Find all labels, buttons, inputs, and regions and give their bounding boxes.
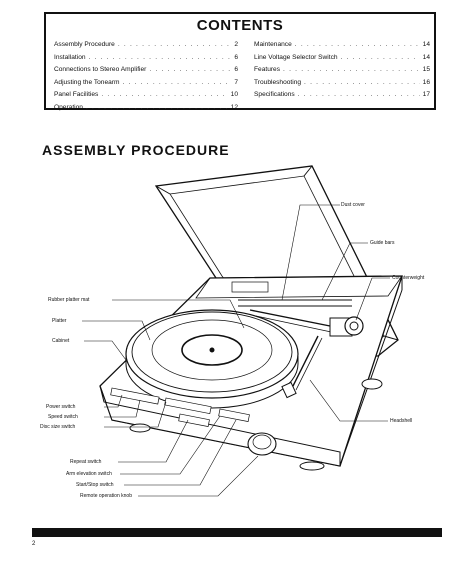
page-number: 2 <box>32 541 36 547</box>
tonearm-drawing <box>238 299 364 399</box>
toc-leader-dots <box>118 41 231 48</box>
toc-leader-dots <box>283 66 420 73</box>
leader-lines <box>82 204 390 497</box>
toc-entry-page: 10 <box>230 91 238 99</box>
toc-entry[interactable]: Assembly Procedure 2 <box>54 41 238 54</box>
toc-entry-title: Features <box>254 66 281 74</box>
toc-entry[interactable]: Specifications 17 <box>254 91 430 104</box>
toc-leader-dots <box>89 54 232 61</box>
label-cabinet: Cabinet <box>52 338 70 344</box>
toc-entry-page: 2 <box>234 41 238 48</box>
toc-leader-dots <box>101 91 227 98</box>
contents-box: CONTENTS Assembly Procedure 2 Installatio… <box>44 12 436 111</box>
toc-entry-title: Troubleshooting <box>254 78 302 86</box>
contents-title: CONTENTS <box>196 17 284 34</box>
toc-entry-title: Specifications <box>254 91 295 99</box>
toc-leader-dots <box>123 79 232 86</box>
contents-right-column: Maintenance 14 Line Voltage Selector Swit… <box>254 41 430 104</box>
toc-entry[interactable]: Line Voltage Selector Switch 14 <box>254 54 430 67</box>
toc-entry[interactable]: Installation 6 <box>54 54 238 67</box>
toc-entry-page: 7 <box>234 78 238 86</box>
label-platter: Platter <box>52 318 67 324</box>
toc-entry[interactable]: Maintenance 14 <box>254 41 430 54</box>
toc-entry[interactable]: Features 15 <box>254 66 430 79</box>
label-counterweight: Counterweight <box>392 275 425 281</box>
toc-entry-page: 16 <box>422 78 430 86</box>
toc-entry-page: 15 <box>422 66 430 74</box>
label-remote-operation-knob: Remote operation knob <box>80 493 132 499</box>
label-disc-size-switch: Disc size switch <box>40 424 76 430</box>
toc-entry-title: Panel Facilities <box>54 91 99 99</box>
label-arm-elevation-switch: Arm elevation switch <box>66 471 112 477</box>
toc-entry[interactable]: Panel Facilities 10 <box>54 91 238 104</box>
toc-leader-dots <box>149 66 231 73</box>
toc-entry[interactable]: Troubleshooting 16 <box>254 79 430 92</box>
contents-left-column: Assembly Procedure 2 Installation 6 Connec… <box>54 41 238 117</box>
toc-entry-page: 17 <box>422 91 430 99</box>
toc-entry[interactable]: Operation 12 <box>54 104 238 117</box>
label-dust-cover: Dust cover <box>341 202 365 208</box>
toc-entry-title: Adjusting the Tonearm <box>54 78 120 86</box>
toc-entry-title: Maintenance <box>254 41 292 48</box>
label-power-switch: Power switch <box>46 404 76 410</box>
label-speed-switch: Speed switch <box>48 414 78 420</box>
platter-drawing <box>125 309 299 409</box>
toc-entry-page: 14 <box>422 41 430 48</box>
toc-entry-page: 14 <box>422 53 430 61</box>
toc-entry-title: Assembly Procedure <box>54 41 115 48</box>
toc-leader-dots <box>304 79 420 86</box>
toc-entry[interactable]: Connections to Stereo Amplifier 6 <box>54 66 238 79</box>
footer-bar <box>32 528 442 537</box>
toc-entry-title: Installation <box>54 53 86 61</box>
turntable-diagram <box>82 165 403 497</box>
label-repeat-switch: Repeat switch <box>70 459 102 465</box>
toc-entry-page: 12 <box>230 103 238 111</box>
toc-entry-title: Operation <box>54 103 83 111</box>
toc-leader-dots <box>341 54 420 61</box>
toc-leader-dots <box>298 91 420 98</box>
toc-entry[interactable]: Adjusting the Tonearm 7 <box>54 79 238 92</box>
toc-leader-dots <box>295 41 420 48</box>
toc-leader-dots <box>86 104 228 111</box>
label-headshell: Headshell <box>390 418 413 424</box>
toc-entry-page: 6 <box>234 66 238 74</box>
toc-entry-title: Connections to Stereo Amplifier <box>54 66 147 74</box>
toc-entry-page: 6 <box>234 53 238 61</box>
label-start-stop-switch: Start/Stop switch <box>76 482 114 488</box>
control-panel-drawing <box>110 387 277 456</box>
section-title: ASSEMBLY PROCEDURE <box>42 142 230 158</box>
label-guide-bars: Guide bars <box>370 240 395 246</box>
toc-entry-title: Line Voltage Selector Switch <box>254 53 338 61</box>
label-rubber-platter-mat: Rubber platter mat <box>48 297 90 303</box>
